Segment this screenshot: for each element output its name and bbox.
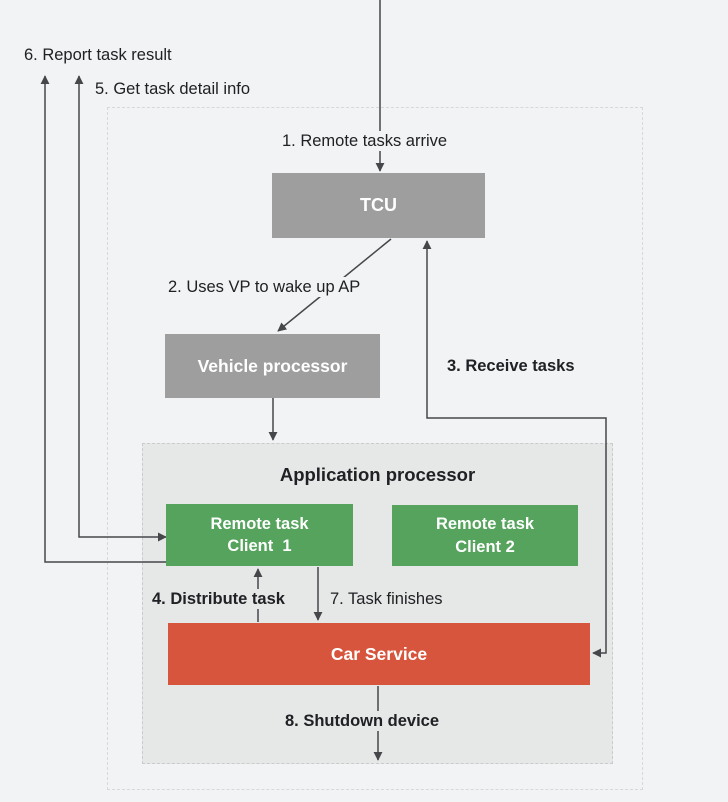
- tcu-label: TCU: [360, 195, 397, 215]
- step-6-report-task-result: 6. Report task result: [24, 46, 172, 64]
- connector-get-task-detail: [74, 75, 167, 542]
- step-4-distribute-task: 4. Distribute task: [147, 589, 290, 609]
- client1-label-line2: Client 1: [227, 537, 292, 555]
- application-processor-title: Application processor: [279, 464, 476, 485]
- step-7-task-finishes: 7. Task finishes: [327, 589, 446, 609]
- remote-task-client2-label: Remote task Client 2: [436, 513, 534, 558]
- connector-receive-tasks: [422, 240, 607, 658]
- step-2-uses-vp-to-wake-up-ap: 2. Uses VP to wake up AP: [163, 277, 366, 297]
- step-3-receive-tasks: 3. Receive tasks: [447, 357, 575, 375]
- step-5-get-task-detail-info: 5. Get task detail info: [95, 80, 251, 98]
- remote-task-client1-label: Remote task Client 1: [210, 513, 308, 558]
- car-service-label: Car Service: [330, 643, 428, 664]
- remote-task-client1-box: Remote task Client 1: [166, 504, 353, 566]
- step-8-shutdown-device: 8. Shutdown device: [280, 711, 445, 731]
- tcu-box: TCU: [272, 173, 485, 238]
- car-service-box: Car Service: [168, 623, 590, 685]
- vehicle-processor-label: Vehicle processor: [197, 355, 348, 376]
- vehicle-processor-box: Vehicle processor: [165, 334, 380, 398]
- client1-label-line1: Remote task: [210, 514, 309, 533]
- step-1-remote-tasks-arrive: 1. Remote tasks arrive: [277, 131, 453, 151]
- remote-task-client2-box: Remote task Client 2: [392, 505, 578, 566]
- client2-label-line2: Client 2: [455, 537, 515, 556]
- client2-label-line1: Remote task: [435, 515, 535, 534]
- connector-report-task-result: [40, 75, 166, 563]
